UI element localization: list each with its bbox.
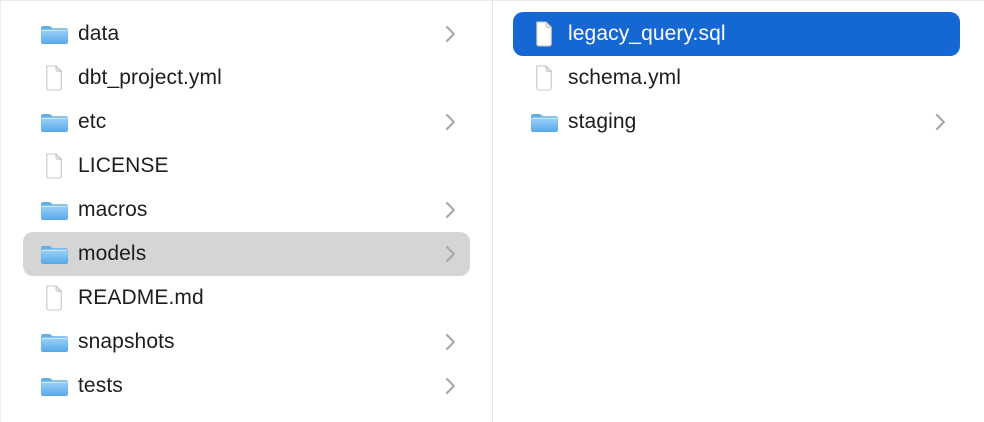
file-row-label: macros: [78, 198, 148, 221]
file-row-label: staging: [568, 110, 637, 133]
file-icon: [529, 64, 559, 92]
folder-icon: [39, 20, 69, 48]
file-row[interactable]: LICENSE: [23, 144, 470, 188]
file-row-label: dbt_project.yml: [78, 66, 222, 89]
file-icon: [529, 20, 559, 48]
file-row-label: legacy_query.sql: [568, 22, 726, 45]
folder-icon: [39, 328, 69, 356]
file-row-label: schema.yml: [568, 66, 682, 89]
file-icon: [39, 284, 69, 312]
chevron-right-icon: [927, 113, 946, 131]
file-row[interactable]: tests: [23, 364, 470, 408]
chevron-right-icon: [437, 25, 456, 43]
file-row-label: LICENSE: [78, 154, 169, 177]
chevron-right-icon: [437, 113, 456, 131]
folder-icon: [39, 240, 69, 268]
file-row[interactable]: dbt_project.yml: [23, 56, 470, 100]
file-row[interactable]: staging: [513, 100, 960, 144]
file-row[interactable]: macros: [23, 188, 470, 232]
folder-icon: [39, 108, 69, 136]
file-row[interactable]: models: [23, 232, 470, 276]
chevron-right-icon: [437, 201, 456, 219]
file-row-label: tests: [78, 374, 123, 397]
file-row-label: README.md: [78, 286, 204, 309]
file-icon: [39, 64, 69, 92]
chevron-right-icon: [437, 377, 456, 395]
file-row[interactable]: legacy_query.sql: [513, 12, 960, 56]
file-row[interactable]: etc: [23, 100, 470, 144]
folder-icon: [39, 196, 69, 224]
file-row[interactable]: data: [23, 12, 470, 56]
file-row-label: data: [78, 22, 120, 45]
folder-icon: [39, 372, 69, 400]
file-row-label: etc: [78, 110, 107, 133]
file-row[interactable]: schema.yml: [513, 56, 960, 100]
chevron-right-icon: [437, 333, 456, 351]
column-right: legacy_query.sql schema.yml staging: [493, 1, 984, 422]
folder-icon: [529, 108, 559, 136]
file-row-label: models: [78, 242, 147, 265]
file-icon: [39, 152, 69, 180]
file-row[interactable]: README.md: [23, 276, 470, 320]
file-row-label: snapshots: [78, 330, 175, 353]
chevron-right-icon: [437, 245, 456, 263]
file-row[interactable]: snapshots: [23, 320, 470, 364]
